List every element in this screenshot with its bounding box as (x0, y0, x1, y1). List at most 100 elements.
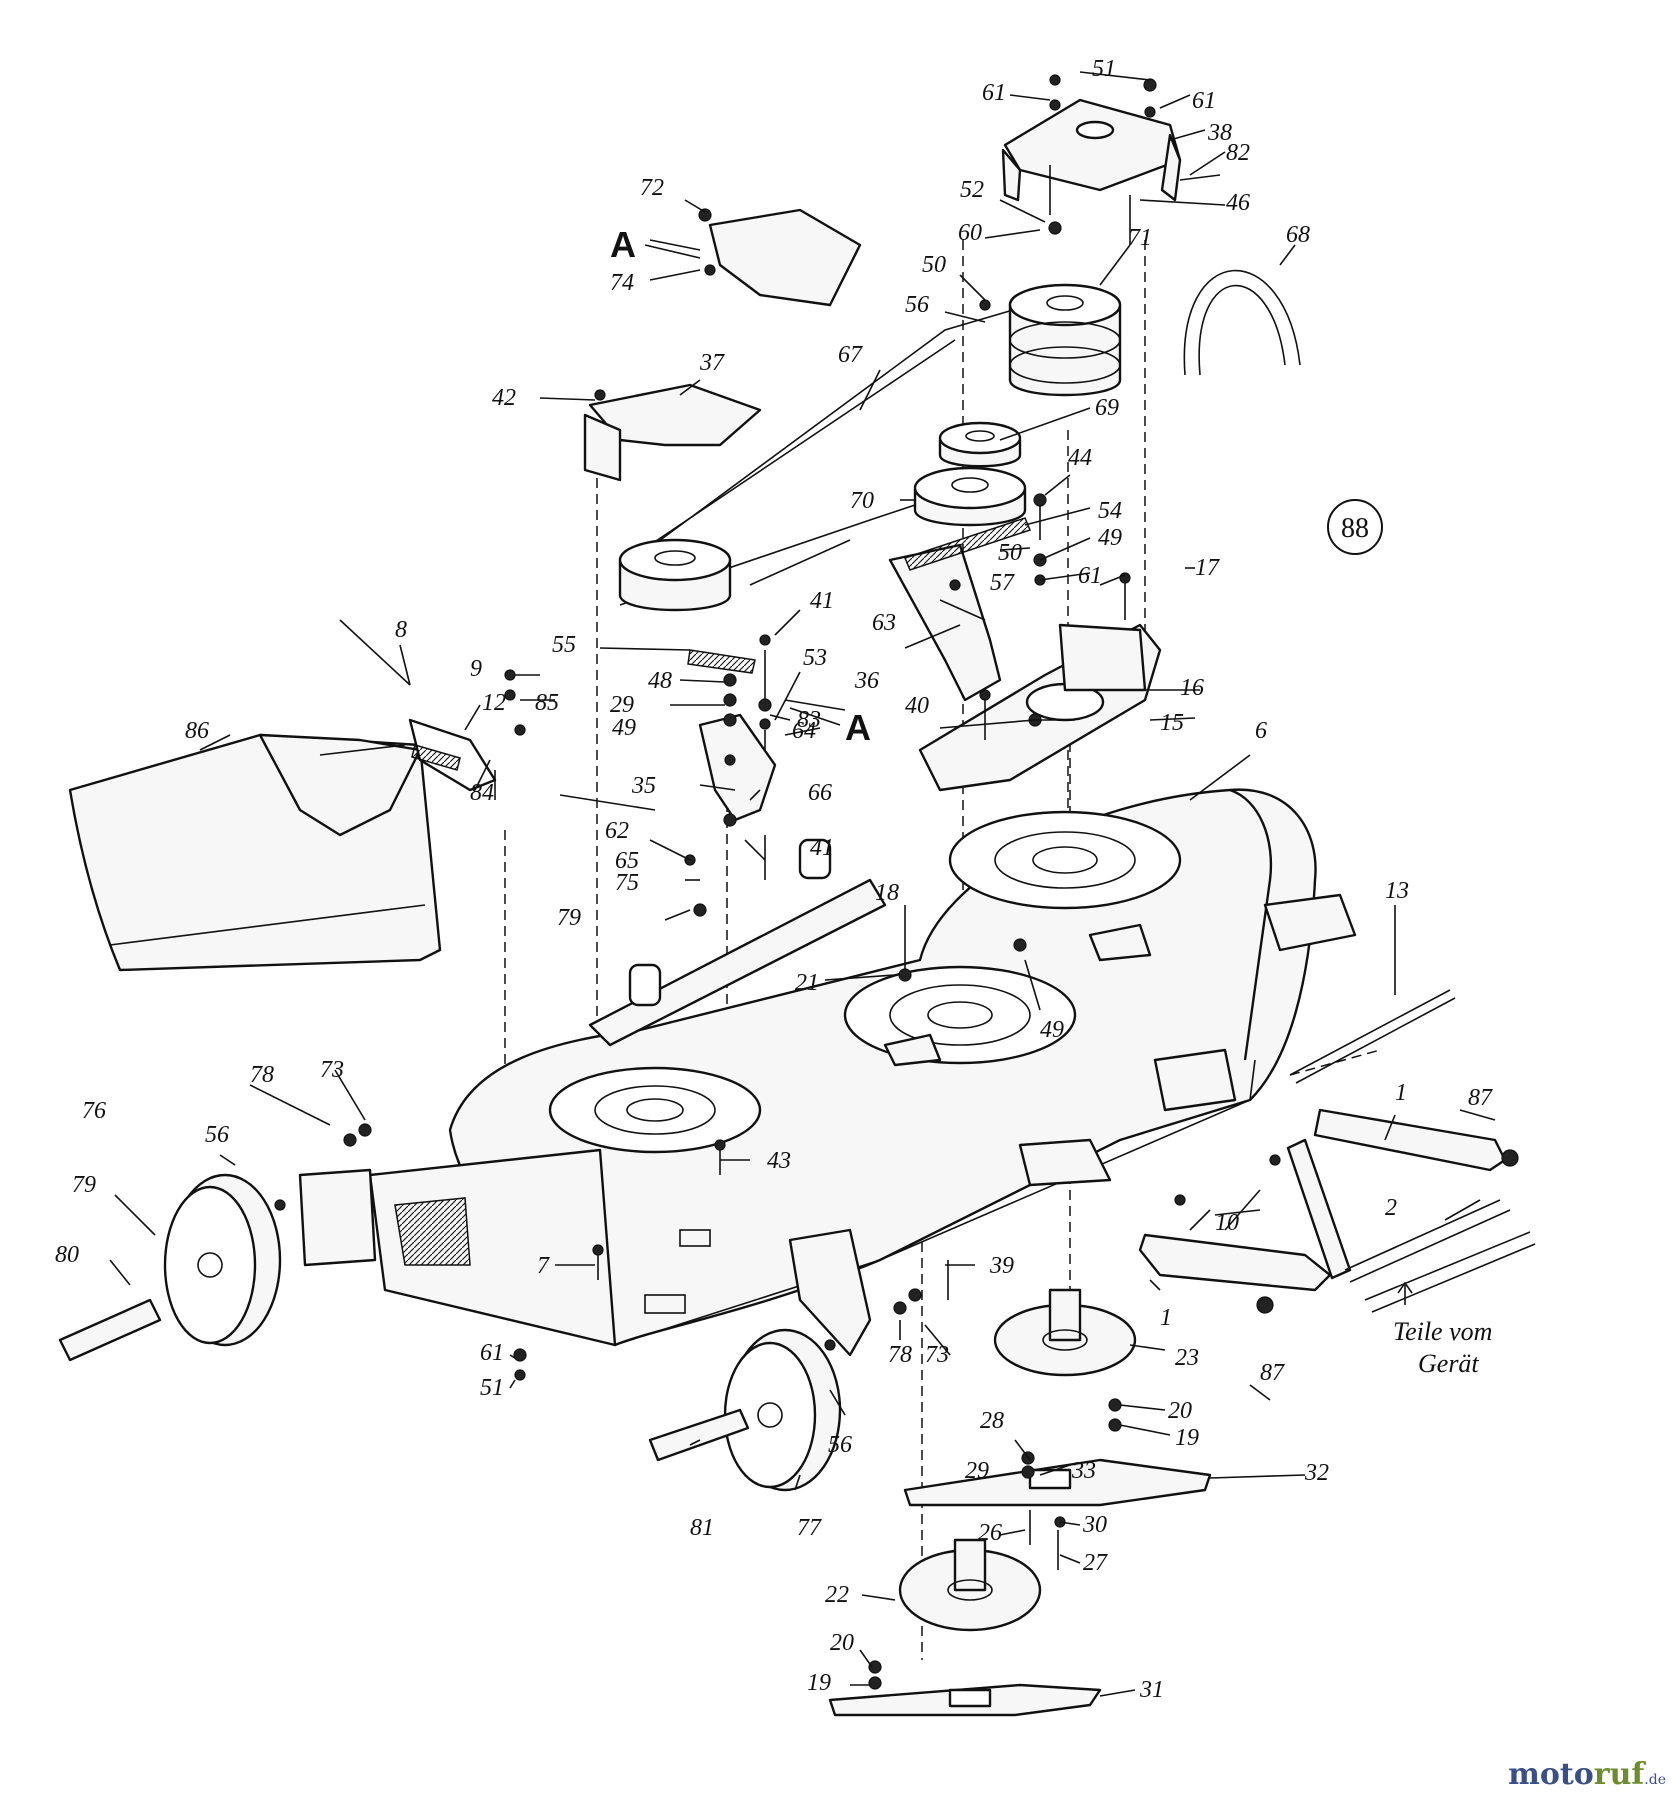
callout-label: 61 (1192, 88, 1216, 114)
callout-label: 49 (612, 715, 636, 741)
callout-label: 56 (905, 292, 929, 318)
callout-label: 78 (250, 1062, 274, 1088)
fastener-glyphs (274, 74, 1519, 1690)
callout-label: 60 (958, 220, 982, 246)
callout-label: 86 (185, 718, 209, 744)
callout-label: 49 (1040, 1017, 1064, 1043)
callout-labels: 51 61 61 38 82 46 72 52 60 71 68 50 56 7… (55, 56, 1493, 1703)
callout-label: 48 (648, 668, 672, 694)
callout-label: 28 (980, 1408, 1004, 1434)
callout-label: 67 (838, 342, 863, 368)
view-markers: A A (610, 224, 871, 748)
callout-label: 27 (1083, 1550, 1108, 1576)
mower-deck-housing (298, 788, 1357, 1357)
callout-label: 16 (1180, 675, 1204, 701)
callout-label: 51 (480, 1375, 504, 1401)
callout-label: 50 (922, 252, 946, 278)
callout-label: 66 (808, 780, 832, 806)
callout-leaders (109, 71, 1496, 1697)
callout-label: 73 (925, 1342, 949, 1368)
callout-label: 13 (1385, 878, 1409, 904)
callout-label: 19 (807, 1670, 831, 1696)
callout-label: 63 (872, 610, 896, 636)
callout-label: 87 (1260, 1360, 1285, 1386)
callout-label: 30 (1082, 1512, 1107, 1538)
callout-label: 20 (1168, 1398, 1192, 1424)
callout-label: 38 (1207, 120, 1232, 146)
callout-label: 32 (1304, 1460, 1329, 1486)
callout-label: 49 (1098, 525, 1122, 551)
callout-label: 79 (557, 905, 581, 931)
callout-label: 29 (965, 1458, 989, 1484)
view-marker-a: A (845, 707, 871, 748)
callout-label: 57 (990, 570, 1015, 596)
bracket-parts (68, 98, 1182, 972)
parts-note: Teile vom Gerät (1393, 1281, 1492, 1378)
callout-label: 41 (810, 835, 834, 861)
callout-label: 84 (470, 780, 494, 806)
callout-label: 53 (803, 645, 827, 671)
callout-label: 40 (905, 693, 929, 719)
pulley-belt-system (618, 269, 1301, 674)
callout-label: 12 (482, 690, 506, 716)
callout-label: 42 (492, 385, 516, 411)
callout-label: 56 (828, 1432, 852, 1458)
callout-label: 65 (615, 848, 639, 874)
callout-label: 29 (610, 692, 634, 718)
callout-label: 61 (982, 80, 1006, 106)
callout-label: 37 (699, 350, 725, 376)
section-badge-number: 88 (1341, 513, 1369, 544)
callout-label: 55 (552, 632, 576, 658)
brand-watermark: motoruf.de (1508, 1757, 1666, 1792)
callout-label: 72 (640, 175, 664, 201)
callout-label: 44 (1068, 445, 1092, 471)
spindles-and-blades (828, 1288, 1212, 1717)
callout-label: 26 (978, 1520, 1002, 1546)
callout-label: 73 (320, 1057, 344, 1083)
callout-label: 54 (1098, 498, 1122, 524)
callout-label: 64 (792, 718, 816, 744)
callout-label: 52 (960, 177, 984, 203)
callout-label: 20 (830, 1630, 854, 1656)
callout-label: 8 (395, 617, 407, 643)
callout-label: 79 (72, 1172, 96, 1198)
callout-label: 87 (1468, 1085, 1493, 1111)
note-line-2: Gerät (1418, 1349, 1479, 1378)
callout-label: 62 (605, 818, 629, 844)
callout-label: 21 (795, 970, 819, 996)
view-marker-a: A (610, 224, 636, 265)
callout-label: 39 (989, 1253, 1014, 1279)
callout-label: 18 (875, 880, 899, 906)
callout-label: 82 (1226, 140, 1250, 166)
gauge-wheels (58, 1173, 842, 1492)
callout-label: 19 (1175, 1425, 1199, 1451)
callout-label: 75 (615, 870, 639, 896)
callout-label: 10 (1215, 1210, 1239, 1236)
callout-label: 85 (535, 690, 559, 716)
idler-plate-assembly (698, 543, 1162, 822)
callout-label: 78 (888, 1342, 912, 1368)
watermark-brand-main: moto (1508, 1757, 1594, 1792)
note-line-1: Teile vom (1393, 1317, 1492, 1346)
callout-label: 80 (55, 1242, 79, 1268)
callout-label: 6 (1255, 718, 1267, 744)
callout-label: 15 (1160, 710, 1184, 736)
callout-label: 74 (610, 270, 634, 296)
callout-label: 1 (1160, 1305, 1172, 1331)
callout-label: 2 (1385, 1195, 1397, 1221)
callout-label: 7 (537, 1253, 550, 1279)
callout-label: 33 (1071, 1458, 1096, 1484)
watermark-tld: .de (1644, 1772, 1666, 1788)
callout-label: 69 (1095, 395, 1119, 421)
callout-label: 36 (854, 668, 879, 694)
callout-label: 71 (1128, 225, 1152, 251)
callout-label: 68 (1286, 222, 1310, 248)
callout-label: 23 (1175, 1345, 1199, 1371)
callout-label: 22 (825, 1582, 849, 1608)
callout-label: 41 (810, 588, 834, 614)
callout-label: 35 (631, 773, 656, 799)
callout-label: 56 (205, 1122, 229, 1148)
callout-label: 61 (480, 1340, 504, 1366)
callout-label: 77 (797, 1515, 822, 1541)
